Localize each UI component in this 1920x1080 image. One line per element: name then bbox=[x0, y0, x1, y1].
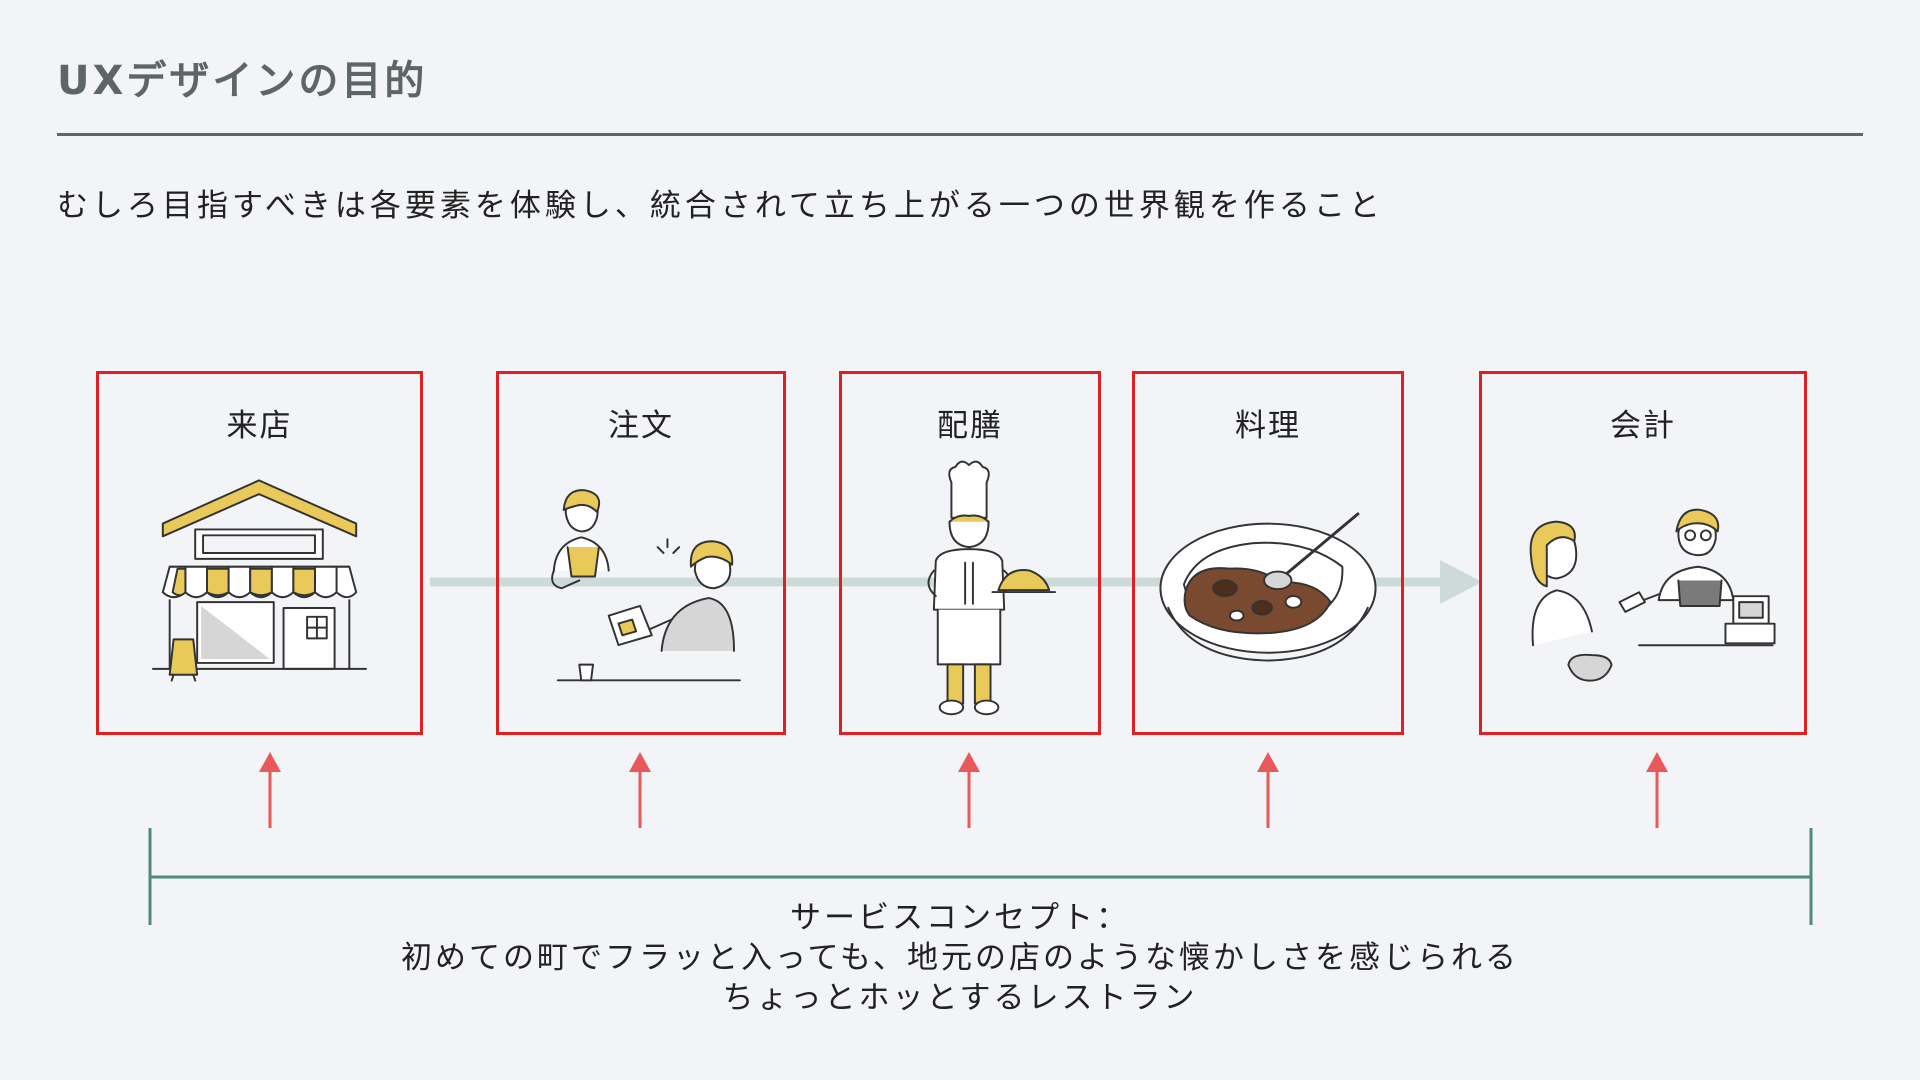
ordering-icon bbox=[551, 489, 741, 682]
page-title: UXデザインの目的 bbox=[57, 58, 428, 104]
step-box-serve: 配膳 bbox=[839, 371, 1101, 735]
up-arrow-1 bbox=[259, 752, 281, 828]
concept-line-2: ちょっとホッとするレストラン bbox=[722, 980, 1198, 1016]
step-label: 来店 bbox=[226, 408, 293, 444]
title-divider bbox=[57, 133, 1863, 136]
up-arrow-5 bbox=[1646, 752, 1668, 828]
concept-bracket bbox=[148, 828, 1813, 925]
service-concept: サービスコンセプト： 初めての町でフラッと入っても、地元の店のような懐かしさを感… bbox=[0, 898, 1920, 1018]
step-box-visit: 来店 bbox=[96, 371, 423, 735]
flow-arrow-head bbox=[1440, 560, 1482, 604]
page-subtitle: むしろ目指すべきは各要素を体験し、統合されて立ち上がる一つの世界観を作ること bbox=[57, 188, 1384, 224]
step-box-dish: 料理 bbox=[1132, 371, 1404, 735]
up-arrow-4 bbox=[1257, 752, 1279, 828]
step-box-order: 注文 bbox=[496, 371, 786, 735]
step-label: 会計 bbox=[1610, 408, 1676, 444]
checkout-icon bbox=[1529, 508, 1776, 682]
step-label: 配膳 bbox=[937, 408, 1003, 444]
chef-serving-icon bbox=[927, 460, 1056, 716]
step-box-checkout: 会計 bbox=[1479, 371, 1807, 735]
up-arrow-2 bbox=[629, 752, 651, 828]
storefront-icon bbox=[152, 479, 367, 682]
concept-heading: サービスコンセプト： bbox=[790, 900, 1130, 936]
curry-plate-icon bbox=[1159, 512, 1377, 662]
up-arrow-3 bbox=[958, 752, 980, 828]
up-arrows bbox=[259, 752, 1668, 828]
step-label: 注文 bbox=[608, 408, 674, 444]
step-label: 料理 bbox=[1235, 408, 1301, 444]
concept-line-1: 初めての町でフラッと入っても、地元の店のような懐かしさを感じられる bbox=[401, 940, 1519, 976]
